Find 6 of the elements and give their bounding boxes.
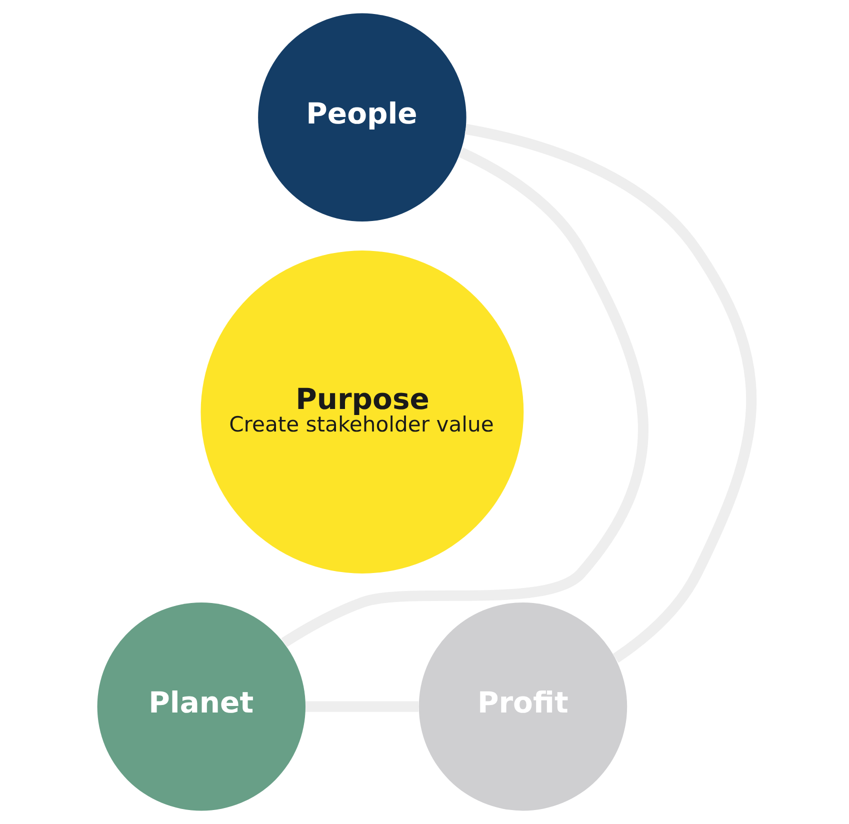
connector	[281, 147, 648, 648]
node-circle: Planet	[97, 602, 306, 811]
node-circle: People	[258, 13, 466, 222]
connector	[464, 124, 756, 663]
connector	[306, 701, 419, 712]
node-circle: Purpose Create stakeholder value	[200, 250, 524, 574]
